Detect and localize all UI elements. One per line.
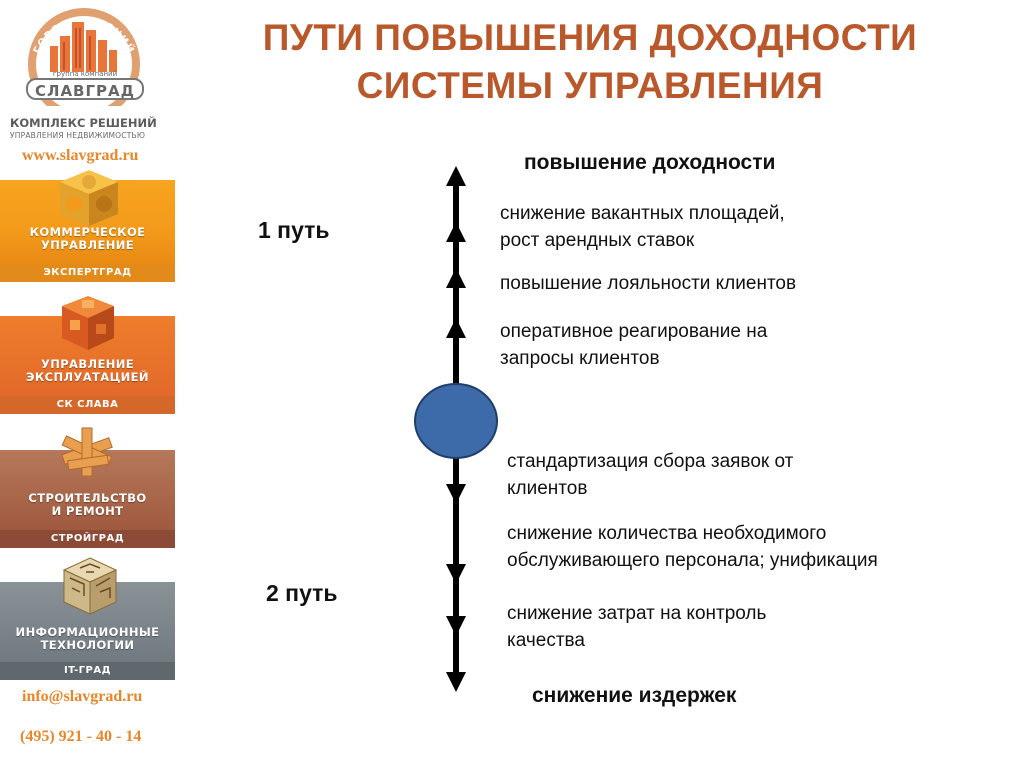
page-title-line2: СИСТЕМЫ УПРАВЛЕНИЯ [356,65,824,106]
item-line1: оперативное реагирование на [500,321,768,342]
block-construction-repair[interactable]: СТРОИТЕЛЬСТВО И РЕМОНТ СТРОЙГРАД [0,424,175,548]
block-title-line2: УПРАВЛЕНИЕ [40,238,135,252]
path1-label: 1 путь [258,217,330,243]
block-title-line1: СТРОИТЕЛЬСТВО [28,491,147,505]
email-link[interactable]: info@slavgrad.ru [22,688,143,705]
block-title-line1: УПРАВЛЕНИЕ [40,357,135,371]
item-line2: рост арендных ставок [500,230,695,251]
upper-item: оперативное реагирование на запросы клие… [500,318,767,372]
lower-item: стандартизация сбора заявок от клиентов [507,448,793,502]
golden-cube-icon [60,170,118,226]
item-line1: стандартизация сбора заявок от [507,451,794,472]
block-operations-management[interactable]: УПРАВЛЕНИЕ ЭКСПЛУАТАЦИЕЙ СК СЛАВА [0,292,175,414]
block-subtitle: ЭКСПЕРТГРАД [0,264,175,282]
arrow-up-marker [446,222,466,242]
item-line2: запросы клиентов [500,348,660,369]
path2-label: 2 путь [266,580,338,606]
block-subtitle: IT-ГРАД [0,662,175,680]
center-circle [414,383,498,459]
logo-name: СЛАВГРАД [26,78,144,100]
lower-item: снижение количества необходимого обслужи… [507,520,878,574]
page-title: ПУТИ ПОВЫШЕНИЯ ДОХОДНОСТИ СИСТЕМЫ УПРАВЛ… [230,14,950,110]
phone-number: (495) 921 - 40 - 14 [20,728,142,745]
logo-group-text: группа компаний [52,70,118,78]
arrow-up-marker [446,318,466,338]
block-title-line1: КОММЕРЧЕСКОЕ [29,225,146,239]
block-information-technology[interactable]: ИНФОРМАЦИОННЫЕ ТЕХНОЛОГИИ IT-ГРАД [0,556,175,680]
arrow-up-marker [446,268,466,288]
arrow-down-marker [446,484,466,504]
block-title-line1: ИНФОРМАЦИОННЫЕ [15,625,160,639]
block-title-line2: И РЕМОНТ [51,504,124,518]
item-line1: снижение затрат на контроль [507,603,767,624]
arrow-down-head [446,672,466,692]
item-line2: обслуживающего персонала; унификация [507,550,878,571]
puzzle-cube-icon [62,296,114,350]
block-subtitle: СТРОЙГРАД [0,530,175,548]
vertical-axis [414,166,498,692]
upper-item: снижение вакантных площадей, рост арендн… [500,200,785,254]
block-title-line2: ТЕХНОЛОГИИ [40,638,135,652]
item-line2: качества [507,630,585,651]
wooden-puzzle-icon [61,427,113,477]
complex-title: КОМПЛЕКС РЕШЕНИЙ [10,116,157,130]
website-link[interactable]: www.slavgrad.ru [22,147,139,164]
bottom-label: снижение издержек [532,684,737,707]
block-subtitle: СК СЛАВА [0,396,175,414]
item-line1: снижение вакантных площадей, [500,203,785,224]
lower-item: снижение затрат на контроль качества [507,600,766,654]
item-line1: снижение количества необходимого [507,523,827,544]
sidebar: ГОРОД РЕШЕНИЙ группа компаний СЛАВГРАД К… [0,0,180,768]
block-commercial-management[interactable]: КОММЕРЧЕСКОЕ УПРАВЛЕНИЕ ЭКСПЕРТГРАД [0,170,175,284]
top-label: повышение доходности [524,151,776,174]
complex-subtitle: УПРАВЛЕНИЯ НЕДВИЖИМОСТЬЮ [10,131,146,140]
upper-item: повышение лояльности клиентов [500,270,796,297]
labyrinth-cube-icon [62,557,118,615]
arrow-up-head [446,166,466,186]
item-line1: повышение лояльности клиентов [500,273,797,294]
page-title-line1: ПУТИ ПОВЫШЕНИЯ ДОХОДНОСТИ [262,17,918,58]
arrow-down-marker [446,564,466,584]
item-line2: клиентов [507,478,588,499]
block-title-line2: ЭКСПЛУАТАЦИЕЙ [26,370,149,384]
arrow-down-marker [446,616,466,636]
